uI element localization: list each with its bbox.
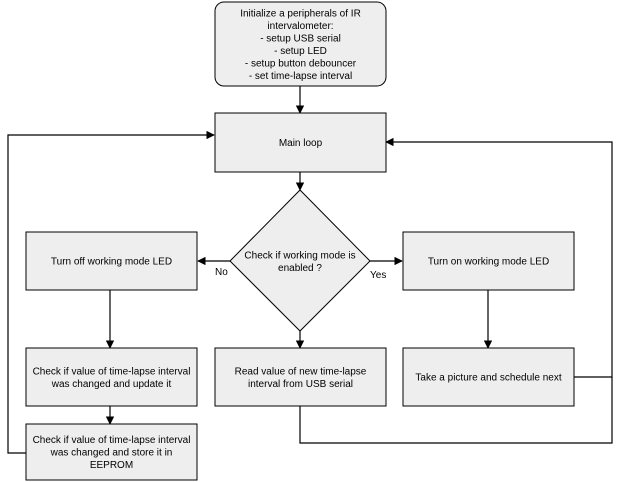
- store-interval-line: EEPROM: [90, 460, 133, 471]
- take-picture-text: Take a picture and schedule next: [415, 373, 561, 384]
- edge-read-loop-back: [299, 377, 613, 444]
- init-line: intervalometer:: [267, 21, 333, 32]
- check-mode-text: Check if working mode is enabled ?: [244, 250, 355, 274]
- store-interval-text: Check if value of time-lapse interval was…: [33, 435, 191, 471]
- update-interval-line: was changed and update it: [51, 379, 172, 390]
- take-picture-box: [402, 347, 575, 407]
- check-mode-line: enabled ?: [278, 263, 322, 274]
- read-interval-box: [214, 347, 387, 407]
- update-interval-box: [25, 347, 198, 407]
- init-box: [214, 1, 387, 87]
- led-on-text: Turn on working mode LED: [428, 257, 549, 268]
- edge-take-loop-back: [385, 137, 613, 378]
- init-line: - setup button debouncer: [245, 58, 357, 69]
- read-interval-text: Read value of new time-lapse interval fro…: [235, 366, 367, 390]
- led-off-line: Turn off working mode LED: [51, 257, 172, 268]
- read-interval-line: interval from USB serial: [248, 379, 353, 390]
- edge-store-loop-back: [7, 130, 215, 454]
- led-on-box: [402, 231, 575, 291]
- main-loop-line: Main loop: [279, 138, 323, 149]
- check-mode-line: Check if working mode is: [244, 250, 355, 261]
- init-text: Initialize a peripherals of IR intervalom…: [240, 8, 361, 82]
- edge-label-no: No: [215, 267, 228, 278]
- main-loop-box: [214, 112, 387, 173]
- check-mode-diamond: [229, 189, 371, 332]
- init-line: Initialize a peripherals of IR: [240, 8, 361, 19]
- update-interval-line: Check if value of time-lapse interval: [33, 366, 191, 377]
- led-off-text: Turn off working mode LED: [51, 257, 172, 268]
- store-interval-line: Check if value of time-lapse interval: [33, 435, 191, 446]
- store-interval-line: was changed and store it in: [50, 448, 173, 459]
- update-interval-text: Check if value of time-lapse interval was…: [33, 366, 191, 390]
- store-interval-box: [25, 423, 198, 481]
- init-line: - setup LED: [274, 46, 327, 57]
- led-off-box: [25, 231, 198, 291]
- init-line: - set time-lapse interval: [249, 71, 352, 82]
- read-interval-line: Read value of new time-lapse: [235, 366, 367, 377]
- init-line: - setup USB serial: [260, 33, 341, 44]
- edge-label-yes: Yes: [370, 270, 386, 281]
- main-loop-text: Main loop: [279, 138, 323, 149]
- led-on-line: Turn on working mode LED: [428, 257, 549, 268]
- take-picture-line: Take a picture and schedule next: [415, 373, 561, 384]
